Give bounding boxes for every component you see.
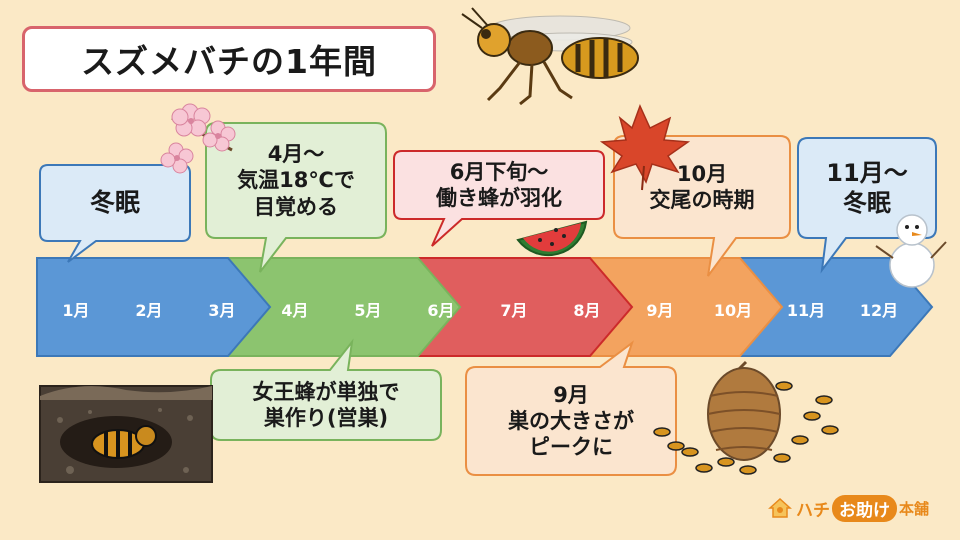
page-title: スズメバチの1年間: [22, 26, 436, 92]
brand-part-2: お助け: [832, 494, 897, 522]
segment-hibernation: [36, 257, 272, 357]
brand-part-3: 本舗: [899, 499, 930, 518]
month-label: 1月: [62, 301, 90, 320]
callout-september-line-1: 9月: [553, 382, 589, 407]
callout-april-line-2: 気温18℃で: [237, 168, 355, 193]
month-label: 11月: [786, 301, 826, 320]
snowman-icon: [875, 214, 947, 288]
callout-october: 10月 交尾の時期: [614, 136, 790, 238]
house-logo-icon: [768, 497, 792, 518]
month-label: 12月: [859, 301, 899, 320]
callout-april-line-3: 目覚める: [254, 194, 338, 219]
callout-september-line-2: 巣の大きさが: [508, 408, 634, 433]
month-label: 10月: [713, 301, 753, 320]
callout-april: 4月～ 気温18℃で 目覚める: [206, 123, 386, 238]
callout-september-line-3: ピークに: [529, 435, 613, 460]
callout-june-line-2: 働き蜂が羽化: [436, 186, 562, 210]
callout-hibernate-line-1: 冬眠: [89, 188, 140, 218]
callout-november-line-2: 冬眠: [843, 189, 891, 217]
watermelon-icon: [516, 220, 588, 257]
queen-burrow-icon: [39, 385, 213, 483]
callout-september: 9月 巣の大きさが ピークに: [466, 367, 676, 475]
month-label: 3月: [208, 301, 236, 320]
month-label: 5月: [354, 301, 382, 320]
month-label: 7月: [500, 301, 528, 320]
callout-june-line-1: 6月下旬～: [449, 159, 549, 184]
month-label: 9月: [646, 301, 674, 320]
maple-leaf-icon: [599, 104, 691, 191]
hornet-icon: [461, 7, 639, 106]
bubble-hibernate: [39, 164, 191, 263]
bubble-june: [393, 150, 605, 247]
bubble-queen: [210, 338, 442, 441]
callout-april-line-1: 4月～: [267, 142, 325, 167]
callout-june: 6月下旬～ 働き蜂が羽化: [394, 151, 604, 219]
bubble-april: [205, 122, 387, 273]
timeline-band: [36, 257, 934, 357]
month-label: 4月: [281, 301, 309, 320]
callout-queen: 女王蜂が単独で 巣作り(営巣): [211, 370, 441, 440]
cherry-blossom-icon: [160, 103, 236, 174]
callout-queen-line-1: 女王蜂が単独で: [252, 379, 400, 404]
callout-november-line-1: 11月～: [826, 159, 908, 187]
month-label: 8月: [573, 301, 601, 320]
callout-queen-line-2: 巣作り(営巣): [263, 406, 389, 430]
brand-logo: ハチ お助け 本舗: [768, 492, 929, 524]
brand-part-1: ハチ: [796, 500, 830, 521]
bubble-september: [465, 340, 677, 476]
callout-october-line-2: 交尾の時期: [649, 188, 755, 212]
month-label: 6月: [427, 301, 455, 320]
callout-november: 11月～ 冬眠: [798, 138, 936, 238]
month-label: 2月: [135, 301, 163, 320]
callout-hibernate: 冬眠: [40, 165, 190, 241]
callout-october-line-1: 10月: [676, 161, 728, 186]
hornet-nest-icon: [653, 360, 839, 475]
